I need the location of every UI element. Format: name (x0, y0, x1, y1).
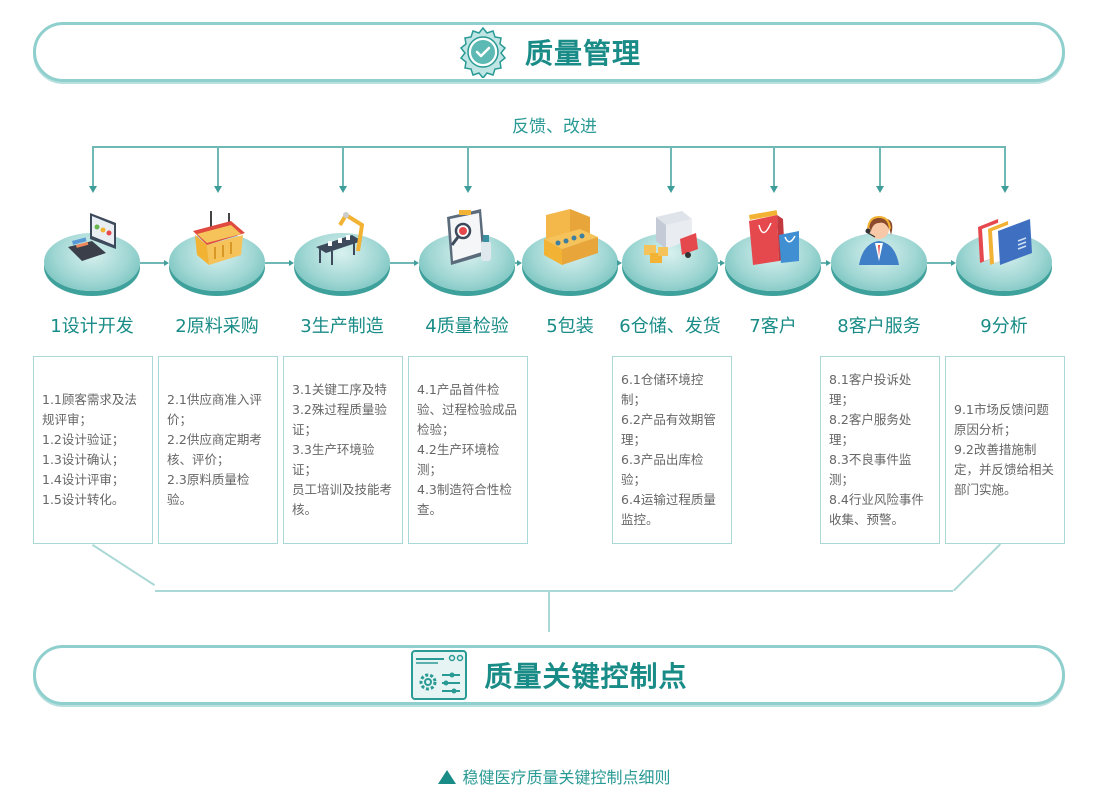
connector-vertical-line (548, 590, 550, 632)
arrow-down-icon (875, 186, 884, 193)
connector-right-diagonal (953, 543, 1001, 592)
step-label: 9分析 (980, 316, 1028, 337)
flow-connector (140, 262, 165, 264)
connector-bottom-line (155, 590, 953, 592)
arrow-right-icon (289, 260, 294, 266)
arrow-down-icon (463, 186, 472, 193)
detail-box-step-4: 4.1产品首件检验、过程检验成品检验； 4.2生产环境检测； 4.3制造符合性检… (408, 356, 528, 544)
detail-box-step-1: 1.1顾客需求及法规评审； 1.2设计验证； 1.3设计确认； 1.4设计评审；… (33, 356, 153, 544)
step-label: 5包装 (546, 316, 594, 337)
step-label: 2原料采购 (175, 316, 259, 337)
packaging-box-icon (540, 207, 600, 269)
detail-box-step-9: 9.1市场反馈问题原因分析； 9.2改善措施制定，并反馈给相关部门实施。 (945, 356, 1065, 544)
feedback-arrow-line (92, 146, 94, 186)
detail-text: 1.1顾客需求及法规评审； 1.2设计验证； 1.3设计确认； 1.4设计评审；… (42, 392, 137, 507)
feedback-arrow-line (217, 146, 219, 186)
shopping-bags-icon (743, 207, 803, 269)
arrow-down-icon (666, 186, 675, 193)
arrow-right-icon (164, 260, 169, 266)
step-label: 8客户服务 (837, 316, 921, 337)
feedback-line (92, 146, 1005, 148)
step-label: 7客户 (749, 316, 797, 337)
feedback-arrow-line (1004, 146, 1006, 186)
flow-connector (265, 262, 290, 264)
delivery-truck-icon (640, 207, 700, 269)
folders-icon (974, 207, 1034, 269)
arrow-down-icon (338, 186, 347, 193)
arrow-right-icon (617, 260, 622, 266)
customer-service-icon (849, 207, 909, 269)
step-label: 6仓储、发货 (619, 316, 721, 337)
feedback-label: 反馈、改进 (512, 117, 597, 137)
flow-connector (718, 262, 721, 264)
flow-connector (515, 262, 518, 264)
feedback-arrow-line (773, 146, 775, 186)
arrow-down-icon (213, 186, 222, 193)
step-label: 4质量检验 (425, 316, 509, 337)
header-banner: 质量管理 (33, 22, 1065, 82)
arrow-down-icon (88, 186, 97, 193)
step-label: 1设计开发 (50, 316, 134, 337)
caption: 稳健医疗质量关键控制点细则 (0, 764, 1109, 788)
feedback-arrow-line (670, 146, 672, 186)
connector-left-diagonal (92, 544, 156, 586)
production-line-icon (312, 207, 372, 269)
flow-connector (390, 262, 415, 264)
arrow-down-icon (1000, 186, 1009, 193)
flow-connector (821, 262, 827, 264)
key-control-points-title: 质量关键控制点 (484, 660, 688, 693)
computer-design-icon (62, 207, 122, 269)
detail-text: 9.1市场反馈问题原因分析； 9.2改善措施制定，并反馈给相关部门实施。 (954, 402, 1055, 497)
arrow-right-icon (951, 260, 956, 266)
detail-box-step-6: 6.1仓储环境控制； 6.2产品有效期管理； 6.3产品出库检验； 6.4运输过… (612, 356, 732, 544)
detail-text: 6.1仓储环境控制； 6.2产品有效期管理； 6.3产品出库检验； 6.4运输过… (621, 372, 716, 527)
feedback-arrow-line (342, 146, 344, 186)
feedback-arrow-line (467, 146, 469, 186)
detail-text: 2.1供应商准入评价； 2.2供应商定期考核、评价； 2.3原料质量检验。 (167, 392, 262, 507)
gear-check-icon (459, 26, 507, 78)
detail-box-step-2: 2.1供应商准入评价； 2.2供应商定期考核、评价； 2.3原料质量检验。 (158, 356, 278, 544)
detail-text: 8.1客户投诉处理； 8.2客户服务处理； 8.3不良事件监测； 8.4行业风险… (829, 372, 924, 527)
feedback-arrow-line (879, 146, 881, 186)
step-label: 3生产制造 (300, 316, 384, 337)
inspection-clipboard-icon (437, 207, 497, 269)
key-control-points-banner: 质量关键控制点 (33, 645, 1065, 705)
settings-panel-icon (411, 650, 468, 700)
shopping-basket-icon (187, 207, 247, 269)
detail-text: 4.1产品首件检验、过程检验成品检验； 4.2生产环境检测； 4.3制造符合性检… (417, 382, 518, 517)
header-title: 质量管理 (524, 37, 641, 70)
detail-text: 3.1关键工序及特 3.2殊过程质量验证； 3.3生产环境验证； 员工培训及技能… (292, 382, 393, 517)
arrow-right-icon (720, 260, 725, 266)
detail-box-step-8: 8.1客户投诉处理； 8.2客户服务处理； 8.3不良事件监测； 8.4行业风险… (820, 356, 940, 544)
detail-box-step-3: 3.1关键工序及特 3.2殊过程质量验证； 3.3生产环境验证； 员工培训及技能… (283, 356, 403, 544)
arrow-right-icon (517, 260, 522, 266)
flow-connector (927, 262, 952, 264)
caption-text: 稳健医疗质量关键控制点细则 (462, 768, 671, 787)
arrow-right-icon (414, 260, 419, 266)
triangle-icon (438, 770, 457, 784)
arrow-down-icon (769, 186, 778, 193)
arrow-right-icon (826, 260, 831, 266)
